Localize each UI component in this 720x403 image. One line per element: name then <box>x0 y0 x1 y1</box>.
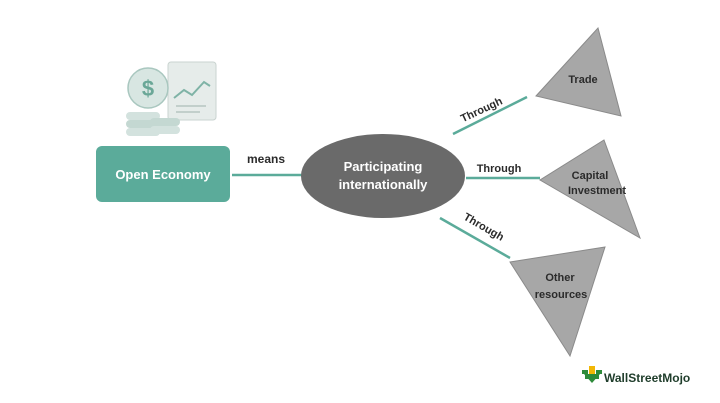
wallstreetmojo-logo-icon <box>582 366 602 383</box>
triangle-trade <box>535 26 622 117</box>
other-label-line2: resources <box>535 289 588 301</box>
connector-branch-1 <box>452 95 528 136</box>
triangle-capital-investment <box>539 139 641 240</box>
money-document-icon: $ <box>126 61 217 136</box>
center-label-line2: internationally <box>339 177 429 192</box>
through-label-3: Through <box>461 211 506 244</box>
capital-label-line2: Investment <box>568 185 626 197</box>
through-label-2: Through <box>477 163 522 175</box>
center-ellipse <box>301 134 465 218</box>
open-economy-label: Open Economy <box>115 167 211 182</box>
connector-branch-3 <box>439 216 511 260</box>
brand-name: WallStreetMojo <box>604 371 690 385</box>
trade-label: Trade <box>568 74 597 86</box>
open-economy-box <box>96 146 230 202</box>
capital-label-line1: Capital <box>572 170 609 182</box>
center-label-line1: Participating <box>344 159 423 174</box>
other-label-line1: Other <box>545 272 575 284</box>
svg-text:$: $ <box>142 76 154 101</box>
means-label: means <box>247 152 285 166</box>
triangle-other-resources <box>509 246 606 358</box>
